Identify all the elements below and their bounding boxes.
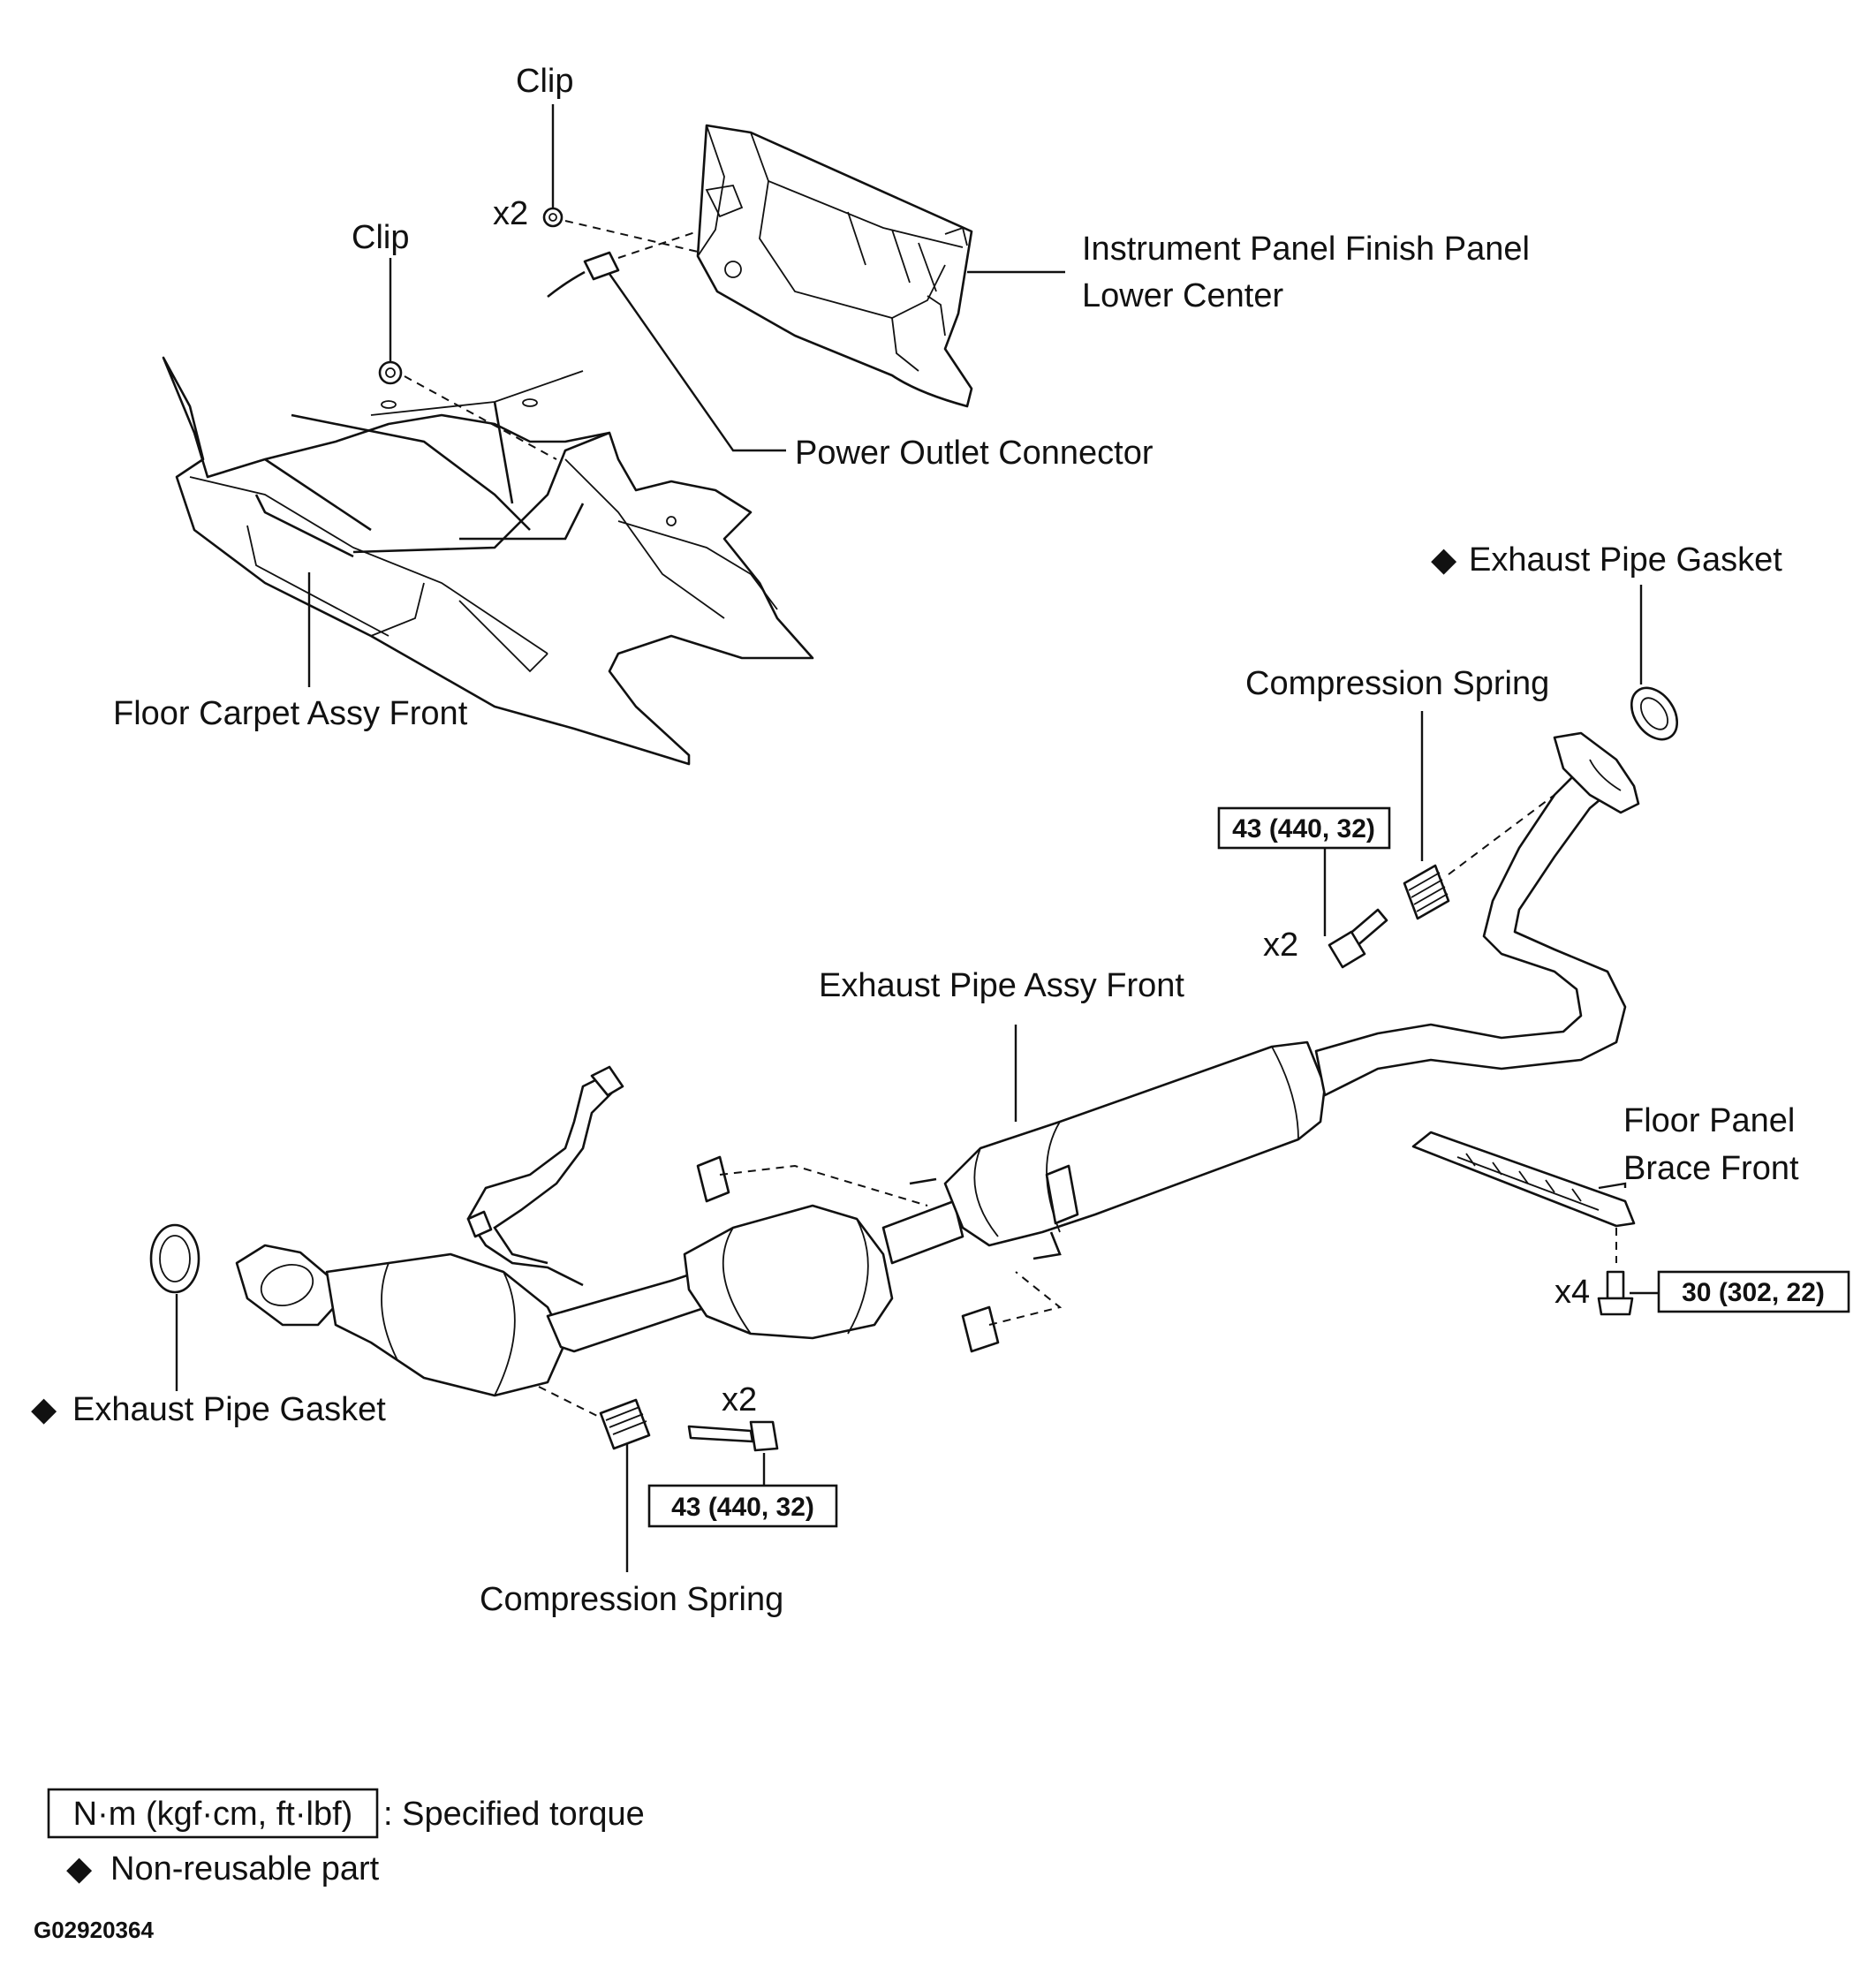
qty-clip-top: x2 (493, 195, 528, 232)
torque-box-right (1217, 806, 1391, 850)
torque-value-left: 43 (440, 32) (671, 1493, 814, 1522)
instrument-panel-finish-panel (696, 124, 973, 408)
legend-torque-unit: N·m (kgf·cm, ft·lbf) (73, 1796, 353, 1833)
exhaust-pipe-assy-front-part (235, 731, 1640, 1397)
floor-panel-brace-front-part (1411, 1131, 1636, 1263)
torque-box-left (647, 1484, 838, 1528)
label-clip-top: Clip (516, 63, 573, 100)
gasket-right-part (1630, 686, 1679, 741)
gasket-left-part (149, 1223, 200, 1294)
diamond-gasket-right-icon: ◆ (1431, 541, 1457, 579)
torque-value-brace: 30 (302, 22) (1682, 1278, 1825, 1307)
qty-bolt-right: x2 (1263, 927, 1298, 964)
brace-bolt-part (1597, 1270, 1634, 1316)
label-exhaust-pipe-assy-front: Exhaust Pipe Assy Front (819, 967, 1184, 1004)
floor-carpet-assy-front (162, 356, 814, 766)
torque-box-brace (1657, 1270, 1850, 1313)
bolt-right-part (1328, 908, 1388, 969)
label-compression-spring-right: Compression Spring (1245, 665, 1549, 702)
qty-bolt-left: x2 (722, 1381, 757, 1418)
label-floor-panel-brace-line2: Brace Front (1623, 1150, 1799, 1187)
clip-left-part (378, 360, 557, 460)
bolt-left-part (687, 1420, 779, 1452)
label-instrument-panel-line1: Instrument Panel Finish Panel (1082, 231, 1530, 268)
torque-value-right: 43 (440, 32) (1232, 814, 1375, 843)
clip-top-part (542, 207, 699, 253)
diamond-gasket-left-icon: ◆ (31, 1391, 57, 1428)
compression-spring-right-part (1403, 794, 1555, 920)
label-exhaust-pipe-gasket-left: Exhaust Pipe Gasket (72, 1391, 386, 1428)
legend-nonreusable-desc: Non-reusable part (110, 1850, 380, 1887)
label-instrument-panel-line2: Lower Center (1082, 277, 1283, 314)
legend-diamond-icon: ◆ (66, 1850, 93, 1887)
label-clip-left: Clip (352, 219, 409, 256)
legend-torque-box (47, 1788, 379, 1839)
label-floor-panel-brace-line1: Floor Panel (1623, 1102, 1795, 1139)
compression-spring-left-part (538, 1386, 651, 1450)
qty-brace-bolt: x4 (1555, 1274, 1590, 1311)
legend-torque-desc: : Specified torque (383, 1796, 645, 1833)
power-outlet-connector-part (547, 231, 699, 299)
label-floor-carpet-assy-front: Floor Carpet Assy Front (113, 695, 468, 732)
leader-lines (175, 104, 1665, 1572)
label-power-outlet-connector: Power Outlet Connector (795, 435, 1154, 472)
legend: N·m (kgf·cm, ft·lbf) : Specified torque … (47, 1788, 645, 1887)
figure-id: G02920364 (34, 1917, 154, 1943)
label-compression-spring-left: Compression Spring (480, 1581, 783, 1618)
label-exhaust-pipe-gasket-right: Exhaust Pipe Gasket (1469, 541, 1782, 579)
